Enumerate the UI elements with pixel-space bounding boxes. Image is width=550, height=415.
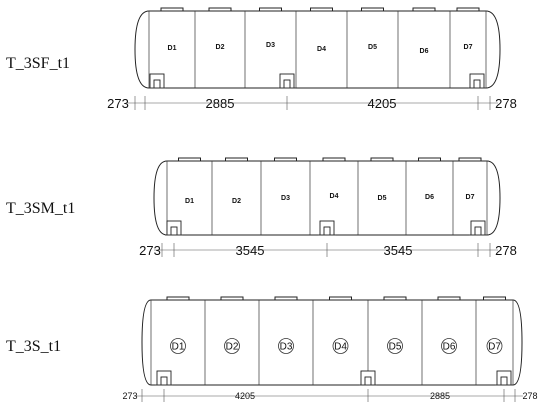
support-leg-inner <box>364 376 372 386</box>
manhole-dome <box>370 157 394 162</box>
compartment-label: D4 <box>317 46 326 53</box>
manhole-dome <box>220 296 244 301</box>
dimension-value: 273 <box>122 391 137 401</box>
compartment-circle <box>278 338 294 354</box>
manhole-dome <box>437 296 461 301</box>
manhole-dome <box>322 157 346 162</box>
dimension-value: 278 <box>495 96 517 111</box>
support-leg-inner <box>474 226 482 236</box>
compartment-label: D5 <box>368 44 377 51</box>
dimension-value: 4205 <box>368 96 397 111</box>
tank-label-t3s: T_3S_t1 <box>6 338 62 355</box>
compartment-label: D1 <box>185 198 194 205</box>
manhole-dome <box>274 296 298 301</box>
support-leg-inner <box>170 226 178 236</box>
compartment-label: D6 <box>425 194 434 201</box>
tank-t3sm: D1 D2 D3 D4 D5 D6 D7 273 3545 3545 278 <box>139 157 517 258</box>
compartment-circle <box>332 338 349 354</box>
compartment-circle <box>224 338 240 354</box>
compartment-label: D1 <box>168 45 177 52</box>
dimension-value: 2885 <box>206 96 235 111</box>
tank-label-t3sm: T_3SM_t1 <box>6 200 76 217</box>
dimension-value: 3545 <box>384 243 413 258</box>
tank-label-t3sf: T_3SF_t1 <box>6 55 71 72</box>
manhole-dome <box>259 7 282 12</box>
manhole-dome <box>383 296 407 301</box>
support-leg-inner <box>283 79 291 89</box>
manhole-dome <box>208 7 232 12</box>
compartment-circle <box>486 338 503 354</box>
manhole-dome <box>329 296 352 301</box>
compartment-label: D7 <box>488 342 501 353</box>
dimension-value: 273 <box>107 96 129 111</box>
compartment-label: D4 <box>334 342 347 353</box>
manhole-dome <box>178 157 201 162</box>
manhole-dome <box>166 296 190 301</box>
manhole-dome <box>310 7 333 12</box>
manhole-dome <box>458 157 482 162</box>
compartment-circle <box>441 338 457 354</box>
manhole-dome <box>361 7 384 12</box>
compartment-label: D3 <box>280 342 293 353</box>
compartment-circle <box>387 338 403 354</box>
compartment-label: D7 <box>466 194 475 201</box>
manhole-dome <box>483 296 506 301</box>
tank-t3s: D1 D2 D3 D4 D5 D6 D7 273 4205 2885 278 <box>122 296 538 402</box>
dimension-value: 278 <box>522 391 537 401</box>
compartment-label: D3 <box>266 42 275 49</box>
support-leg-inner <box>473 79 481 89</box>
support-leg-inner <box>323 226 331 236</box>
compartment-label: D6 <box>443 342 456 353</box>
manhole-dome <box>274 157 297 162</box>
tank-shell <box>141 299 523 386</box>
compartment-label: D6 <box>420 48 429 55</box>
support-leg-inner <box>160 376 168 386</box>
manhole-dome <box>418 157 441 162</box>
support-leg-inner <box>153 79 161 89</box>
manhole-dome <box>225 157 248 162</box>
dimension-value: 4205 <box>235 391 255 401</box>
compartment-label: D5 <box>389 342 402 353</box>
support-leg-inner <box>500 376 508 386</box>
compartment-label: D2 <box>216 44 225 51</box>
manhole-dome <box>160 7 184 12</box>
manhole-dome <box>456 7 480 12</box>
compartment-circle <box>170 338 186 354</box>
compartment-label: D7 <box>464 44 473 51</box>
dimension-value: 2885 <box>430 391 450 401</box>
compartment-label: D5 <box>378 195 387 202</box>
compartment-label: D2 <box>226 342 239 353</box>
compartment-label: D1 <box>172 342 185 353</box>
dimension-value: 273 <box>139 243 161 258</box>
dimension-value: 3545 <box>236 243 265 258</box>
compartment-label: D2 <box>232 198 241 205</box>
dimension-value: 278 <box>495 243 517 258</box>
manhole-dome <box>412 7 436 12</box>
compartment-label: D4 <box>330 193 339 200</box>
compartment-label: D3 <box>281 195 290 202</box>
